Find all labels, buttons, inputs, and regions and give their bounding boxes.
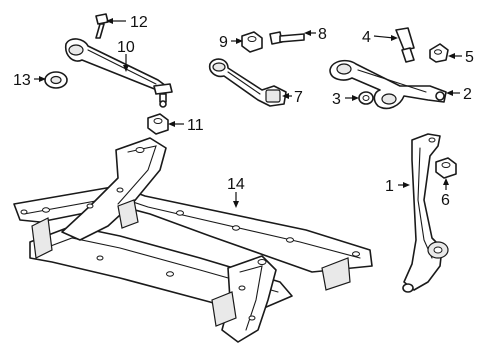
nut-6 xyxy=(435,157,457,179)
steering-knuckle xyxy=(402,133,449,293)
nut-11 xyxy=(147,113,169,135)
callout-1-label: 1 xyxy=(385,178,394,195)
callout-13-label: 13 xyxy=(13,72,31,89)
callout-14: 14 xyxy=(227,176,245,208)
callout-12: 12 xyxy=(106,14,148,31)
bushing-13 xyxy=(44,71,68,89)
tension-strut xyxy=(64,38,173,108)
nut-9 xyxy=(241,31,263,53)
callout-5-label: 5 xyxy=(465,49,474,66)
callout-14-label: 14 xyxy=(227,176,245,193)
callout-3: 3 xyxy=(332,91,359,108)
upper-control-arm xyxy=(329,59,447,110)
washer-3 xyxy=(358,91,374,105)
callout-2: 2 xyxy=(446,86,472,103)
nut-5 xyxy=(429,43,449,63)
callout-2-label: 2 xyxy=(463,86,472,103)
callout-8: 8 xyxy=(304,26,327,43)
callout-3-label: 3 xyxy=(332,91,341,108)
bolt-12 xyxy=(95,13,109,39)
callout-6-label: 6 xyxy=(441,192,450,209)
callout-10-label: 10 xyxy=(117,39,135,56)
callout-12-label: 12 xyxy=(130,14,148,31)
callout-11-label: 11 xyxy=(187,117,204,134)
bolt-8 xyxy=(269,31,305,45)
bolt-4 xyxy=(395,27,415,63)
callout-9: 9 xyxy=(219,34,243,51)
callout-8-label: 8 xyxy=(318,26,327,43)
callout-10: 10 xyxy=(117,39,135,72)
callout-4: 4 xyxy=(362,29,398,46)
callout-4-label: 4 xyxy=(362,29,371,46)
callout-5: 5 xyxy=(448,49,474,66)
callout-1: 1 xyxy=(385,178,410,195)
callout-7: 7 xyxy=(282,89,303,106)
callout-13: 13 xyxy=(13,72,46,89)
callout-11: 11 xyxy=(168,117,204,134)
crossmember-subframe xyxy=(13,137,373,343)
control-arm-link xyxy=(208,58,287,107)
callout-7-label: 7 xyxy=(294,89,303,106)
callout-6: 6 xyxy=(441,178,450,209)
callout-9-label: 9 xyxy=(219,34,228,51)
